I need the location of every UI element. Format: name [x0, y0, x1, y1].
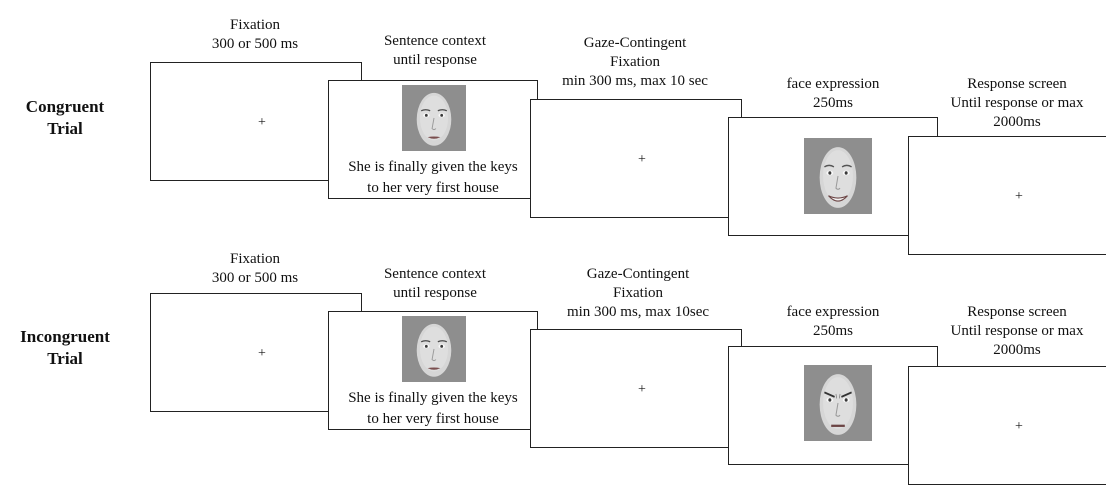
response-cross: +: [1015, 189, 1023, 204]
trial-label: Incongruent Trial: [0, 326, 130, 370]
gaze-fixation-screen: +: [530, 329, 742, 448]
trial-label: Congruent Trial: [0, 96, 130, 140]
sentence-text-line2: to her very first house: [367, 180, 499, 196]
trial-label-line1: Incongruent: [20, 327, 110, 346]
fixation-caption: Fixation 300 or 500 ms: [150, 250, 360, 288]
gaze-caption-line1: Gaze-Contingent: [583, 35, 687, 51]
response-caption: Response screen Until response or max 20…: [912, 75, 1106, 132]
sentence-caption-line1: Sentence context: [383, 266, 487, 282]
face-image-neutral: [402, 316, 466, 382]
sentence-caption-line1: Sentence context: [383, 33, 487, 49]
fixation-cross: +: [258, 346, 266, 361]
face-expression-screen: [728, 346, 938, 465]
response-caption-line1: Response screen: [967, 304, 1067, 320]
response-cross: +: [1015, 419, 1023, 434]
gaze-caption-line2: Fixation: [612, 285, 663, 301]
face-caption-line2: 250ms: [812, 323, 853, 339]
gaze-fixation-cross: +: [638, 382, 646, 397]
fixation-caption-line1: Fixation: [229, 17, 280, 33]
sentence-text-line2: to her very first house: [367, 411, 499, 427]
gaze-fixation-screen: +: [530, 99, 742, 218]
face-caption: face expression 250ms: [728, 303, 938, 341]
gaze-caption: Gaze-Contingent Fixation min 300 ms, max…: [530, 265, 746, 322]
face-caption-line2: 250ms: [812, 95, 853, 111]
sentence-caption-line2: until response: [393, 285, 477, 301]
face-caption-line1: face expression: [786, 304, 880, 320]
sentence-caption: Sentence context until response: [330, 32, 540, 70]
face-caption: face expression 250ms: [728, 75, 938, 113]
fixation-caption-line1: Fixation: [229, 251, 280, 267]
response-screen: +: [908, 136, 1106, 255]
trial-label-line2: Trial: [47, 349, 83, 368]
sentence-caption-line2: until response: [393, 52, 477, 68]
face-expression-screen: [728, 117, 938, 236]
response-screen: +: [908, 366, 1106, 485]
response-caption-line2: Until response or max: [950, 95, 1084, 111]
fixation-cross: +: [258, 115, 266, 130]
face-image-angry: [804, 365, 872, 441]
face-image-happy: [804, 138, 872, 214]
sentence-text-line1: She is finally given the keys: [348, 159, 518, 175]
sentence-text-line1: She is finally given the keys: [348, 390, 518, 406]
face-image-neutral: [402, 85, 466, 151]
gaze-caption-line3: min 300 ms, max 10 sec: [562, 73, 708, 89]
sentence-screen: She is finally given the keys to her ver…: [328, 311, 538, 430]
fixation-caption-line2: 300 or 500 ms: [211, 270, 299, 286]
trial-label-line1: Congruent: [25, 97, 105, 116]
gaze-caption: Gaze-Contingent Fixation min 300 ms, max…: [530, 34, 740, 91]
gaze-caption-line3: min 300 ms, max 10sec: [566, 304, 710, 320]
fixation-caption-line2: 300 or 500 ms: [211, 36, 299, 52]
face-caption-line1: face expression: [786, 76, 880, 92]
trial-label-line2: Trial: [47, 119, 83, 138]
response-caption-line3: 2000ms: [993, 114, 1041, 130]
response-caption: Response screen Until response or max 20…: [912, 303, 1106, 360]
response-caption-line1: Response screen: [967, 76, 1067, 92]
fixation-screen: +: [150, 293, 362, 412]
response-caption-line2: Until response or max: [950, 323, 1084, 339]
trial-row-congruent: Congruent Trial Fixation 300 or 500 ms +…: [0, 0, 1106, 255]
fixation-screen: +: [150, 62, 362, 181]
response-caption-line3: 2000ms: [993, 342, 1041, 358]
gaze-caption-line2: Fixation: [609, 54, 660, 70]
gaze-fixation-cross: +: [638, 152, 646, 167]
gaze-caption-line1: Gaze-Contingent: [586, 266, 690, 282]
fixation-caption: Fixation 300 or 500 ms: [150, 16, 360, 54]
sentence-caption: Sentence context until response: [330, 265, 540, 303]
trial-row-incongruent: Incongruent Trial Fixation 300 or 500 ms…: [0, 230, 1106, 485]
sentence-screen: She is finally given the keys to her ver…: [328, 80, 538, 199]
